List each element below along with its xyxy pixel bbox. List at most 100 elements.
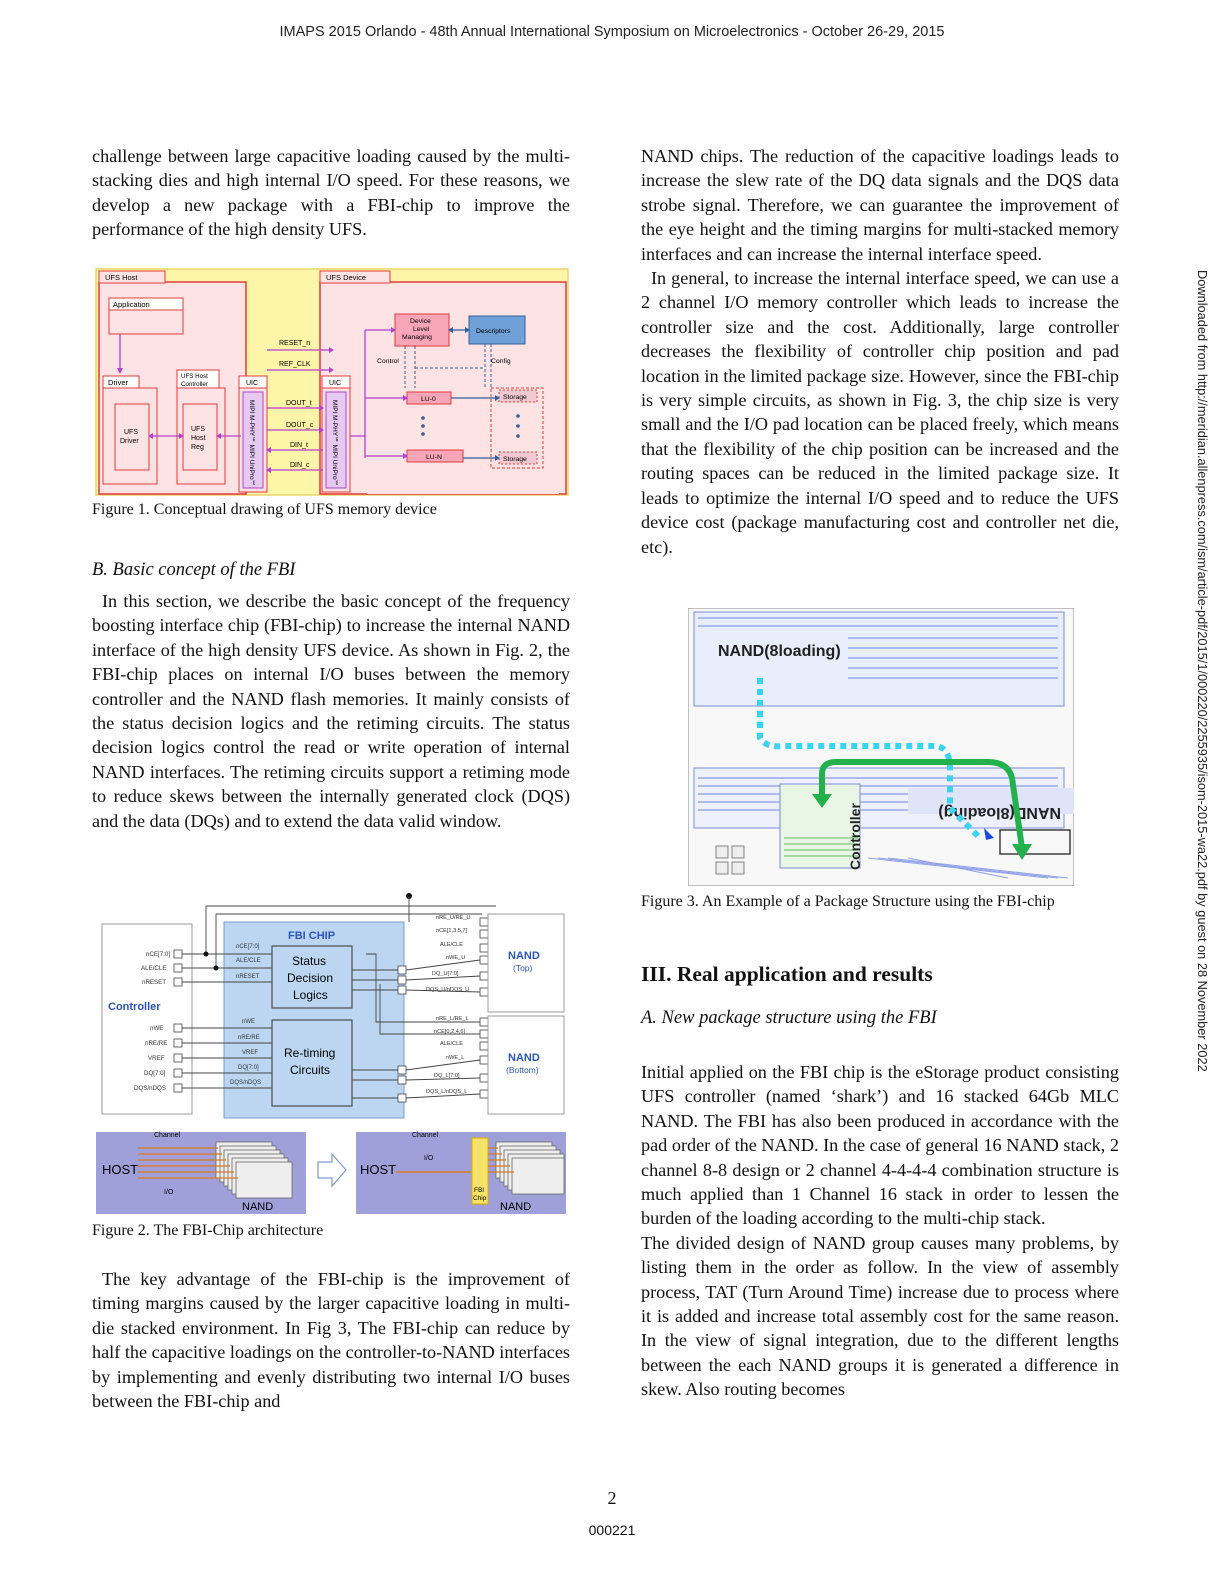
- label-r-nce-odd: nCE[1,3,5,7]: [436, 928, 468, 934]
- label-ufs-device: UFS Device: [326, 273, 366, 282]
- label-storage-1: Storage: [503, 394, 527, 401]
- label-in-nrere: nRE/RE: [238, 1035, 260, 1041]
- label-r-nre-u: nRE_U/RE_U: [436, 915, 471, 921]
- label-r-nwe-l: nWE_L: [446, 1055, 464, 1061]
- label-ufs-host-ctrl-2: Controller: [181, 381, 208, 388]
- label-dqs: DQS/nDQS: [134, 1085, 166, 1092]
- label-status-1: Status: [292, 954, 326, 968]
- label-reset-n: RESET_n: [279, 340, 310, 347]
- label-host-2: HOST: [360, 1162, 396, 1177]
- label-host-uic: UIC: [246, 380, 258, 387]
- label-fbi-chip-2: Chip: [473, 1195, 487, 1202]
- label-nand-2: NAND: [500, 1201, 531, 1213]
- label-in-dq: DQ[7:0]: [238, 1065, 259, 1071]
- label-r-dqs-u: DQS_U/nDQS_U: [426, 987, 469, 993]
- section-3-title: III. Real application and results: [641, 962, 933, 986]
- label-r-alecle-u: ALE/CLE: [440, 942, 463, 948]
- label-nand-top: NAND(8loading): [718, 643, 841, 660]
- label-in-vref: VREF: [242, 1050, 258, 1056]
- download-side-note-text: Downloaded from http://meridian.allenpre…: [1195, 270, 1210, 1072]
- label-dout-t: DOUT_t: [286, 400, 312, 407]
- download-side-note: Downloaded from http://meridian.allenpre…: [1194, 270, 1210, 1350]
- label-nand-top-2: (Top): [513, 963, 533, 973]
- label-io: I/O: [164, 1189, 174, 1196]
- label-nand-bottom: NAND(8loading): [938, 804, 1061, 821]
- label-status-3: Logics: [293, 988, 328, 1002]
- label-nrere: nRE/RE: [145, 1040, 167, 1047]
- section-a-title-text: A. New package structure using the FBI: [641, 1008, 937, 1028]
- label-controller: Controller: [108, 1001, 161, 1013]
- label-nand-top-1: NAND: [508, 950, 540, 962]
- nand-paragraph: NAND chips. The reduction of the capacit…: [641, 146, 1119, 557]
- label-dout-c: DOUT_c: [286, 422, 314, 429]
- label-host-mipi: MIPI M-PHY℠ MIPI UniPro℠: [248, 400, 256, 486]
- running-header: IMAPS 2015 Orlando - 48th Annual Interna…: [279, 24, 945, 40]
- label-nce: nCE[7:0]: [146, 951, 170, 958]
- label-descriptors: Descriptors: [476, 328, 511, 335]
- label-control: Control: [377, 358, 399, 365]
- figure-3-caption: Figure 3. An Example of a Package Struct…: [641, 893, 1055, 910]
- label-driver: Driver: [108, 378, 129, 387]
- label-r-dq-u: DQ_U[7:0]: [432, 971, 459, 977]
- label-r-dq-l: DQ_L[7:0]: [434, 1073, 460, 1079]
- label-in-nce: nCE[7:0]: [236, 944, 260, 950]
- label-device-level-1: Device: [410, 318, 431, 325]
- label-nand-bot-2: (Bottom): [506, 1065, 539, 1075]
- figure-3-package-structure: NAND(8loading) Controller NAND(8loading): [688, 608, 1074, 886]
- page-number: 2: [607, 1488, 617, 1508]
- label-in-nwe: nWE: [242, 1019, 255, 1025]
- label-lun: LU-N: [426, 454, 442, 461]
- label-channel-2: Channel: [412, 1132, 439, 1139]
- label-ref-clk: REF_CLK: [279, 361, 311, 368]
- label-status-2: Decision: [287, 971, 333, 985]
- figure-1-ufs-diagram: UFS Host Application Driver UFS Driver U…: [95, 268, 569, 496]
- label-lu0: LU-0: [421, 396, 436, 403]
- label-host: HOST: [102, 1162, 138, 1177]
- label-nand: NAND: [242, 1201, 273, 1213]
- label-r-nre-l: nRE_L/RE_L: [436, 1016, 469, 1022]
- label-channel: Channel: [154, 1132, 181, 1139]
- label-nreset: nRESET: [142, 979, 166, 986]
- label-din-t: DIN_t: [290, 442, 308, 449]
- label-application: Application: [113, 300, 150, 309]
- initial-paragraph: Initial applied on the FBI chip is the e…: [641, 1062, 1119, 1400]
- label-dq: DQ[7:0]: [144, 1070, 166, 1077]
- label-retiming-1: Re-timing: [284, 1046, 335, 1060]
- label-r-nwe-u: nWE_U: [446, 955, 465, 961]
- label-r-alecle-l: ALE/CLE: [440, 1041, 463, 1047]
- label-nwe: nWE: [150, 1025, 163, 1032]
- label-alecle: ALE/CLE: [141, 965, 166, 972]
- label-device-level-2: Level: [413, 326, 430, 333]
- key-advantage-paragraph: The key advantage of the FBI-chip is the…: [92, 1269, 570, 1412]
- intro-paragraph: challenge between large capacitive loadi…: [92, 146, 570, 240]
- figure-1-caption: Figure 1. Conceptual drawing of UFS memo…: [92, 501, 437, 518]
- label-controller-fig3: Controller: [847, 803, 863, 870]
- label-ufs-host-reg-2: Host: [191, 435, 205, 442]
- label-ufs-host-reg-1: UFS: [191, 426, 205, 433]
- label-r-nce-even: nCE[0,2,4,6]: [434, 1029, 466, 1035]
- section-a-title: A. New package structure using the FBI: [641, 1008, 937, 1029]
- label-r-dqs-l: DQS_L/nDQS_L: [426, 1089, 467, 1095]
- figure-2-fbi-architecture: Controller nCE[7:0] ALE/CLE nRESET nWE n…: [96, 893, 566, 1214]
- label-ufs-host-ctrl-1: UFS Host: [181, 373, 208, 380]
- label-din-c: DIN_c: [290, 462, 310, 469]
- label-vref: VREF: [148, 1055, 165, 1062]
- label-device-level-3: Managing: [402, 334, 432, 341]
- label-io-2: I/O: [424, 1155, 434, 1162]
- label-retiming-2: Circuits: [290, 1063, 330, 1077]
- label-ufs-host-reg-3: Reg: [191, 444, 204, 451]
- section-b-title: B. Basic concept of the FBI: [92, 560, 296, 580]
- label-nand-bot-1: NAND: [508, 1052, 540, 1064]
- label-in-alecle: ALE/CLE: [236, 958, 261, 964]
- label-fbi-chip-1: FBI: [474, 1187, 484, 1194]
- label-fbi-chip: FBI CHIP: [288, 930, 335, 942]
- label-device-uic: UIC: [329, 380, 341, 387]
- label-ufs-host: UFS Host: [105, 273, 138, 282]
- label-ufs-driver-1: UFS: [124, 429, 138, 436]
- label-in-nreset: nRESET: [236, 974, 260, 980]
- label-in-dqs: DQS/nDQS: [230, 1080, 261, 1086]
- label-config: Config: [491, 358, 511, 365]
- page-code: 000221: [588, 1522, 636, 1538]
- figure-2-caption: Figure 2. The FBI-Chip architecture: [92, 1222, 324, 1239]
- label-ufs-driver-2: Driver: [120, 438, 139, 445]
